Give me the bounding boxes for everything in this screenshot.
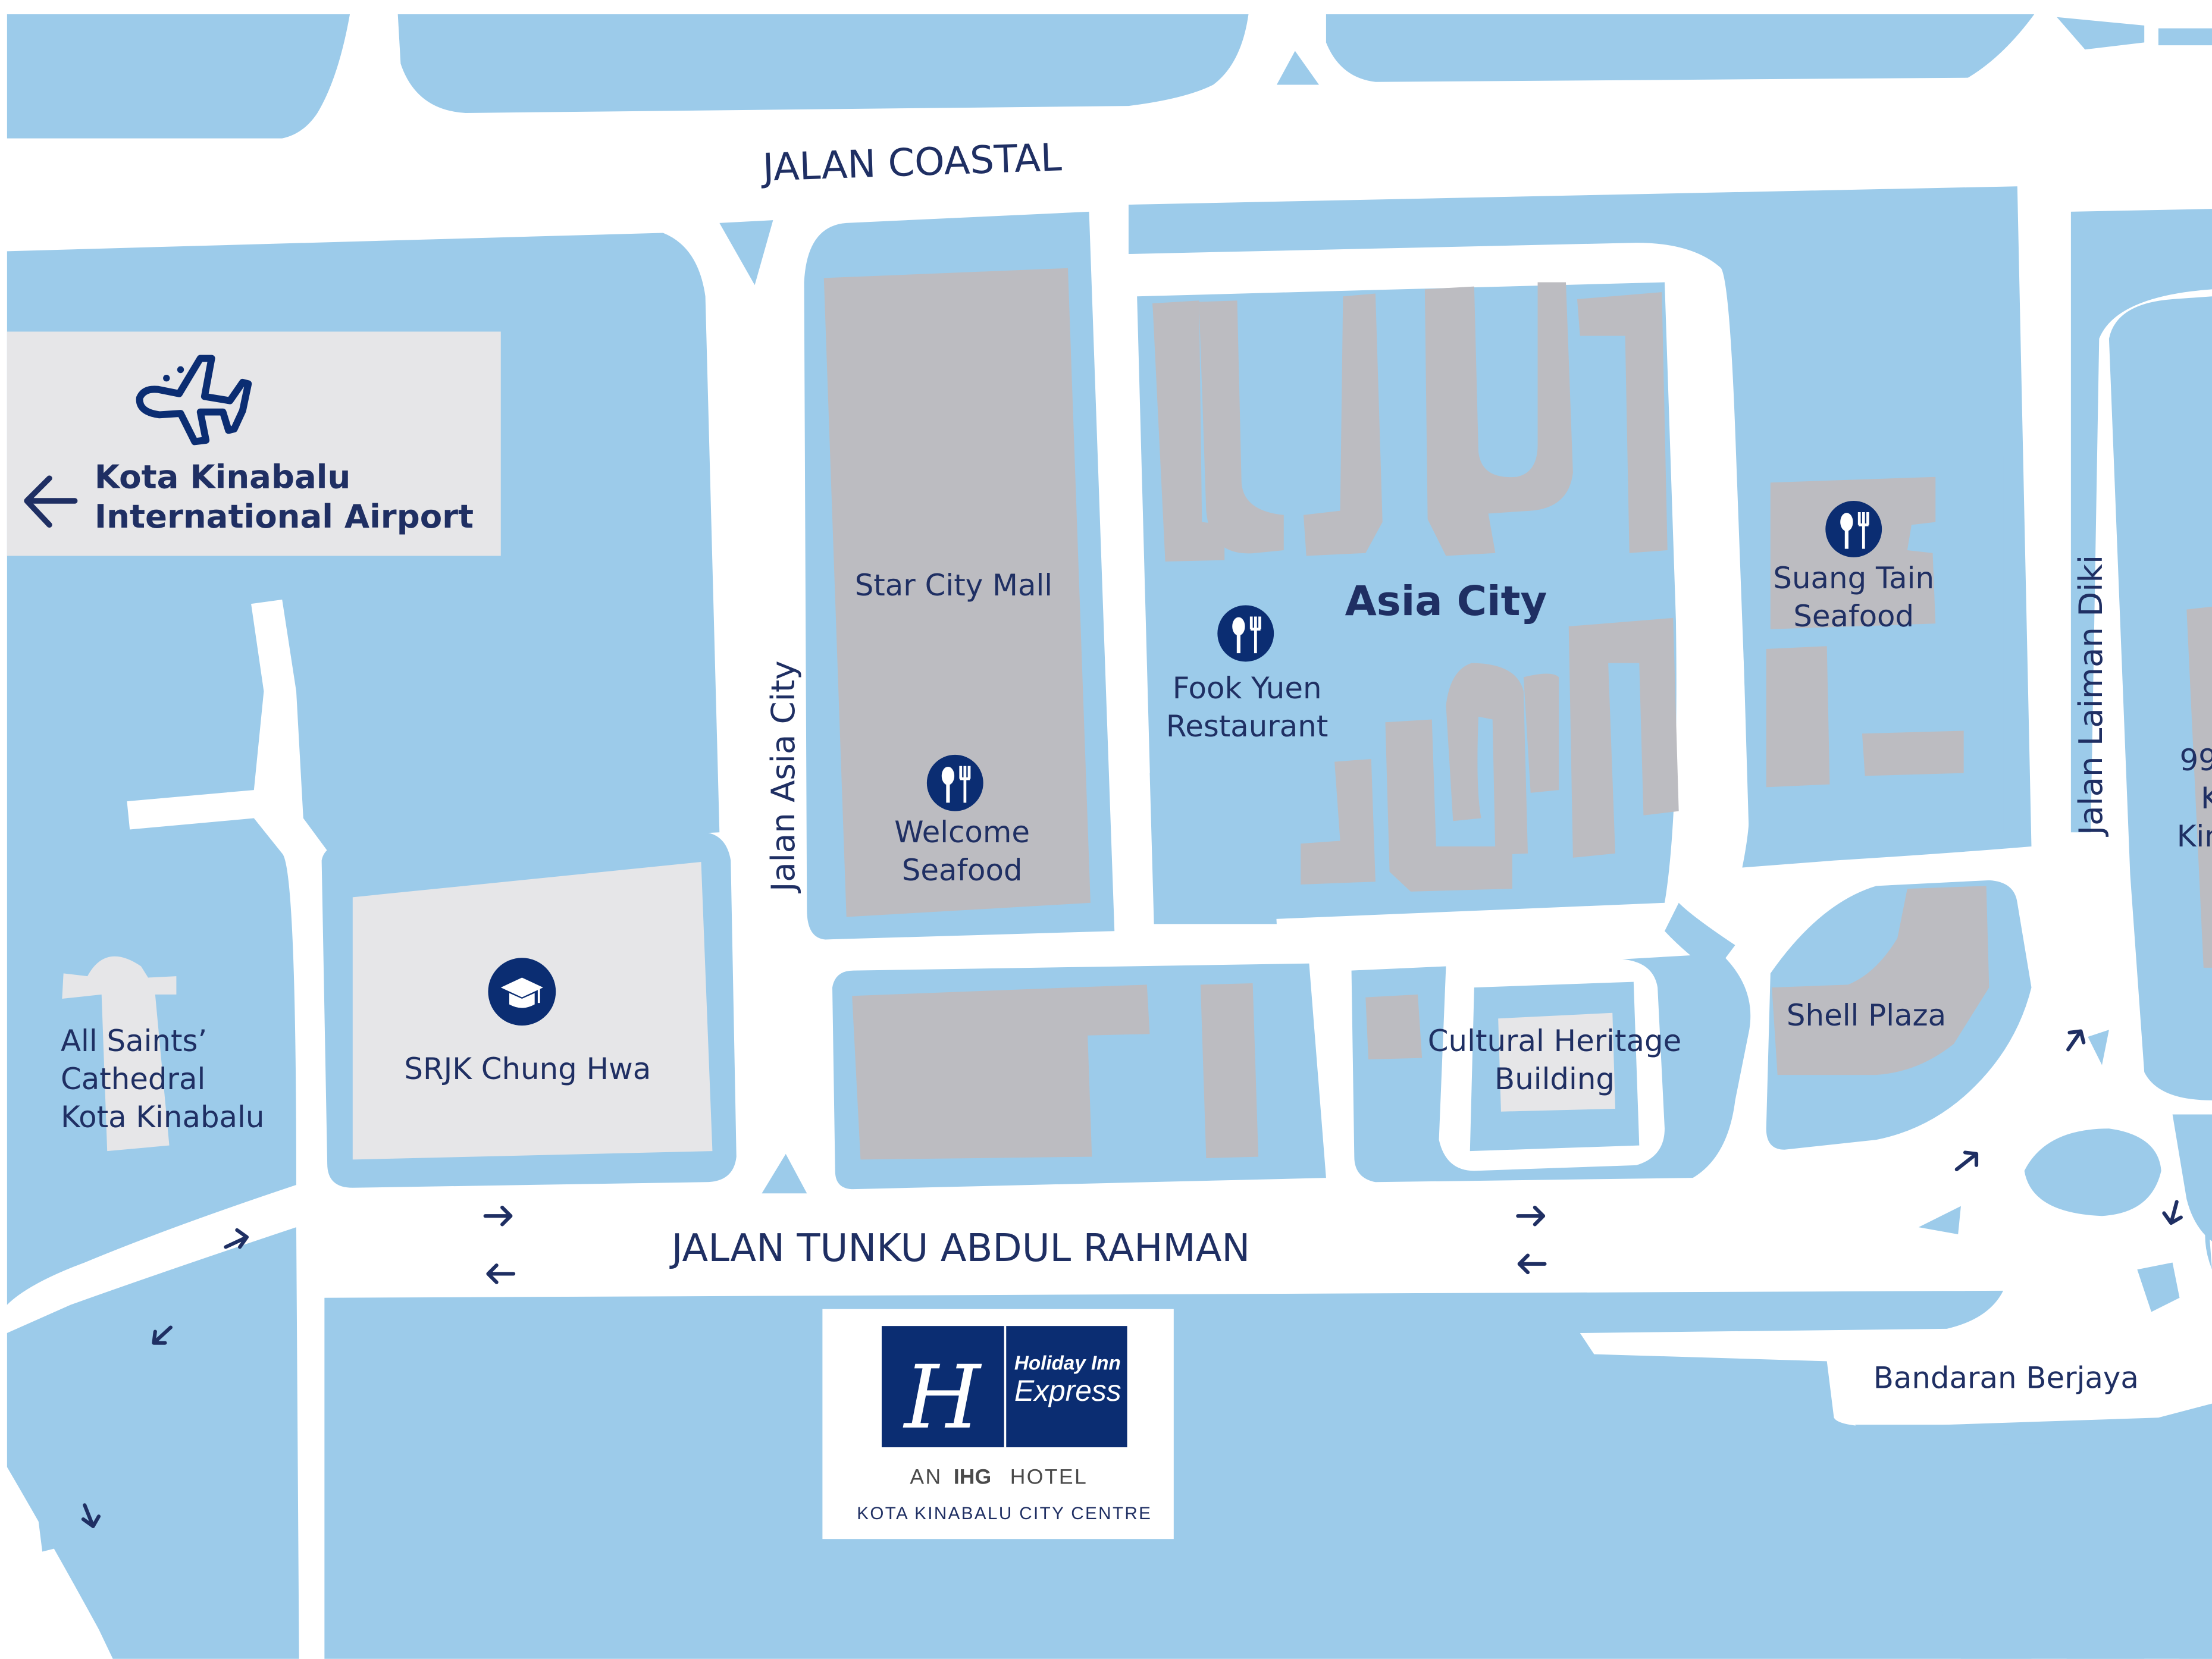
direction-arrow-icon [2066,1029,2086,1052]
label-edge-line2: K [2201,781,2212,816]
label-edge-line1: 99 [2179,743,2212,777]
airplane-icon [136,355,252,446]
arrow-left-icon [24,475,78,528]
label-shell-plaza: Shell Plaza [1787,998,1946,1033]
airport-name-line2: International Airport [95,497,474,535]
direction-arrow-icon [1954,1150,1979,1172]
label-cultural-heritage-line2: Building [1494,1062,1615,1096]
label-cultural-heritage-line1: Cultural Heritage [1428,1024,1681,1058]
label-fook-yuen-line1: Fook Yuen [1173,671,1322,705]
label-suang-tain-line1: Suang Tain [1773,561,1934,595]
star-city-mall-building [823,268,1091,917]
label-welcome-line2: Seafood [902,853,1023,887]
hotel-logo-letter: H [903,1347,982,1448]
road-label-jalan-asia-city: Jalan Asia City [764,660,802,893]
direction-arrow-icon [224,1228,249,1249]
cultural-heritage-ground [1498,1012,1615,1112]
direction-arrow-icon [483,1205,513,1227]
label-edge-line3: Kin [2177,819,2212,854]
cathedral-ground [62,956,177,1152]
hotel-logo-wordmark-panel [1005,1326,1127,1448]
hotel-word: HOTEL [1010,1465,1088,1489]
hotel-brand-line1: Holiday Inn [1014,1353,1121,1375]
direction-arrow-icon [1517,1253,1547,1275]
label-srjk-chung-hwa: SRJK Chung Hwa [404,1052,651,1086]
restaurant-icon [1825,501,1882,557]
restaurant-icon [926,754,983,811]
label-asia-city: Asia City [1345,578,1547,625]
airport-sign-panel [7,331,501,556]
airport-sign: Kota Kinabalu International Airport [7,331,501,556]
hotel-location: KOTA KINABALU CITY CENTRE [857,1504,1152,1523]
airport-name-line1: Kota Kinabalu [95,458,350,496]
label-star-city-mall: Star City Mall [855,568,1052,603]
road-label-jalan-coastal: JALAN COASTAL [760,136,1063,190]
label-suang-tain-line2: Seafood [1793,599,1914,634]
direction-arrow-icon [2162,1200,2183,1225]
hotel-an: AN [910,1465,942,1489]
hotel-logo-mark [881,1326,1005,1448]
direction-arrow-icon [81,1503,101,1528]
label-bandaran-berjaya: Bandaran Berjaya [1873,1360,2139,1395]
hotel-ihg: IHG [954,1465,991,1489]
label-cathedral-line2: Cathedral [61,1062,205,1096]
label-cathedral-line3: Kota Kinabalu [61,1100,265,1134]
label-welcome-line1: Welcome [894,815,1030,849]
label-cathedral-line1: All Saints’ [61,1024,207,1058]
road-label-jalan-tunku-abdul-rahman: JALAN TUNKU ABDUL RAHMAN [669,1227,1251,1271]
hotel-brand-line2: Express [1014,1374,1121,1407]
buildings [62,268,2212,1160]
restaurant-icon [1217,605,1274,662]
road-label-jalan-laiman-diki: Jalan Laiman Diki [2072,555,2110,837]
direction-arrow-icon [152,1325,173,1345]
direction-arrow-icon [486,1263,516,1284]
graduation-cap-icon [488,958,556,1026]
direction-arrows [81,1029,2183,1528]
label-fook-yuen-line2: Restaurant [1166,709,1329,744]
direction-arrow-icon [1516,1205,1546,1227]
hotel-logo-card: H Holiday Inn Express AN IHG HOTEL KOTA … [822,1309,1174,1539]
